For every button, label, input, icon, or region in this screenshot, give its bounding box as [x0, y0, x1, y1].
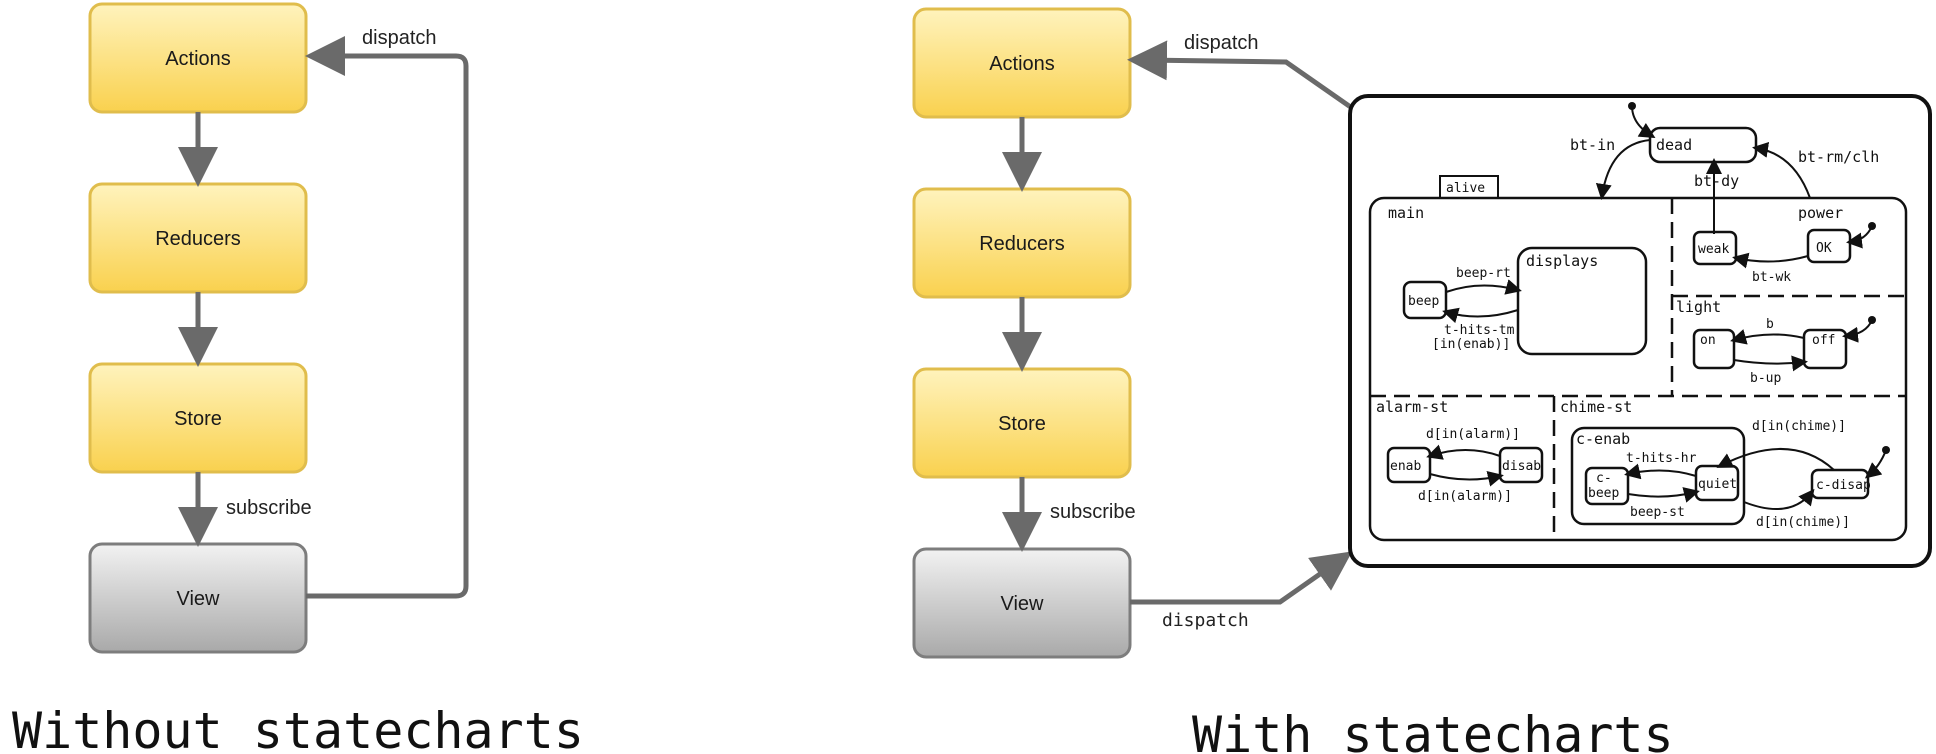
transition-d-alarm-top [1426, 444, 1501, 460]
t-hits-hr-label: t-hits-hr [1626, 451, 1697, 466]
transition-bt-in [1595, 139, 1651, 200]
transition-t-hits-hr [1624, 463, 1697, 480]
disab-label: disab [1502, 459, 1541, 474]
displays-label: displays [1526, 252, 1598, 270]
off-initial-arrow [1842, 319, 1873, 343]
left-store-label: Store [174, 408, 222, 430]
c-beep-label-2: beep [1588, 486, 1619, 501]
left-view-label: View [177, 588, 221, 610]
state-weak [1692, 230, 1738, 266]
bt-dy-label: bt-dy [1694, 172, 1739, 190]
weak-label: weak [1698, 242, 1729, 257]
transition-beep-st [1627, 487, 1700, 503]
enab-label: enab [1390, 459, 1421, 474]
statechart-labels: dead bt-in bt-dy bt-rm/clh alive main di… [1376, 136, 1879, 530]
transition-b [1730, 329, 1805, 345]
state-displays [1516, 246, 1648, 356]
chime-st-label: chime-st [1560, 398, 1632, 416]
transition-b-up [1733, 355, 1808, 372]
b-label: b [1766, 317, 1774, 332]
transition-beep-rt [1445, 279, 1522, 295]
bt-rm-clh-label: bt-rm/clh [1798, 148, 1879, 166]
state-c-beep [1584, 466, 1630, 506]
alive-label: alive [1446, 181, 1485, 196]
right-reducers-label: Reducers [979, 233, 1065, 255]
power-label: power [1798, 204, 1843, 222]
transition-bt-wk [1732, 252, 1809, 269]
right-view-label: View [1001, 593, 1045, 615]
d-chime-top-label: d[in(chime)] [1752, 419, 1846, 434]
right-arrow-view-statechart [1130, 551, 1353, 605]
c-enab-label: c-enab [1576, 430, 1630, 448]
right-dispatch-bottom-label: dispatch [1162, 610, 1249, 631]
on-label: on [1700, 333, 1716, 348]
d-chime-bottom-label: d[in(chime)] [1756, 515, 1850, 530]
state-off [1802, 328, 1848, 370]
beep-label: beep [1408, 294, 1439, 309]
state-beep [1402, 280, 1448, 320]
left-flow: Actions Reducers Store View dispatch sub… [12, 2, 584, 754]
beep-rt-label: beep-rt [1456, 266, 1511, 281]
right-dispatch-top-label: dispatch [1184, 32, 1259, 54]
transition-d-alarm-bottom [1429, 470, 1504, 487]
state-enab [1386, 446, 1432, 484]
main-label: main [1388, 204, 1424, 222]
dead-initial-arrow [1631, 105, 1656, 139]
right-store-label: Store [998, 413, 1046, 435]
right-subscribe-label: subscribe [1050, 501, 1136, 523]
beep-st-label: beep-st [1630, 505, 1685, 520]
left-actions-label: Actions [165, 48, 231, 70]
right-flow: Actions Reducers Store View dispatch sub… [912, 7, 1674, 754]
d-alarm-bottom-label: d[in(alarm)] [1418, 489, 1512, 504]
left-dispatch-label: dispatch [362, 27, 437, 49]
right-arrow-statechart-actions [1127, 40, 1354, 111]
c-beep-label-1: c- [1596, 471, 1612, 486]
off-label: off [1812, 333, 1835, 348]
transition-t-hits-tm [1442, 307, 1519, 324]
bt-in-label: bt-in [1570, 136, 1615, 154]
b-up-label: b-up [1750, 371, 1781, 386]
c-disap-label: c-disap [1816, 478, 1871, 493]
transition-d-chime-bottom [1743, 488, 1815, 510]
left-arrow-view-actions [305, 36, 469, 599]
alarm-st-label: alarm-st [1376, 398, 1448, 416]
statechart-frame [1348, 94, 1932, 568]
bt-wk-label: bt-wk [1752, 270, 1791, 285]
quiet-label: quiet [1698, 477, 1737, 492]
state-on [1692, 328, 1736, 370]
ok-initial-arrow [1846, 225, 1873, 249]
in-enab-label: [in(enab)] [1432, 337, 1510, 352]
d-alarm-top-label: d[in(alarm)] [1426, 427, 1520, 442]
dead-label: dead [1656, 136, 1692, 154]
right-actions-label: Actions [989, 53, 1055, 75]
left-reducers-label: Reducers [155, 228, 241, 250]
c-disap-initial-arrow [1864, 449, 1887, 479]
state-alive [1368, 196, 1908, 542]
transition-bt-rm-clh [1752, 141, 1811, 199]
t-hits-tm-label: t-hits-tm [1444, 323, 1515, 338]
light-label: light [1676, 298, 1721, 316]
statechart [1348, 94, 1932, 568]
state-c-enab [1570, 426, 1746, 526]
left-subscribe-label: subscribe [226, 497, 312, 519]
transition-d-chime-top [1716, 448, 1835, 471]
left-caption: Without statecharts [12, 702, 584, 754]
ok-label: OK [1816, 241, 1832, 256]
state-disab [1498, 446, 1544, 484]
right-caption: With statecharts [1192, 706, 1674, 754]
state-c-disap [1810, 468, 1870, 500]
